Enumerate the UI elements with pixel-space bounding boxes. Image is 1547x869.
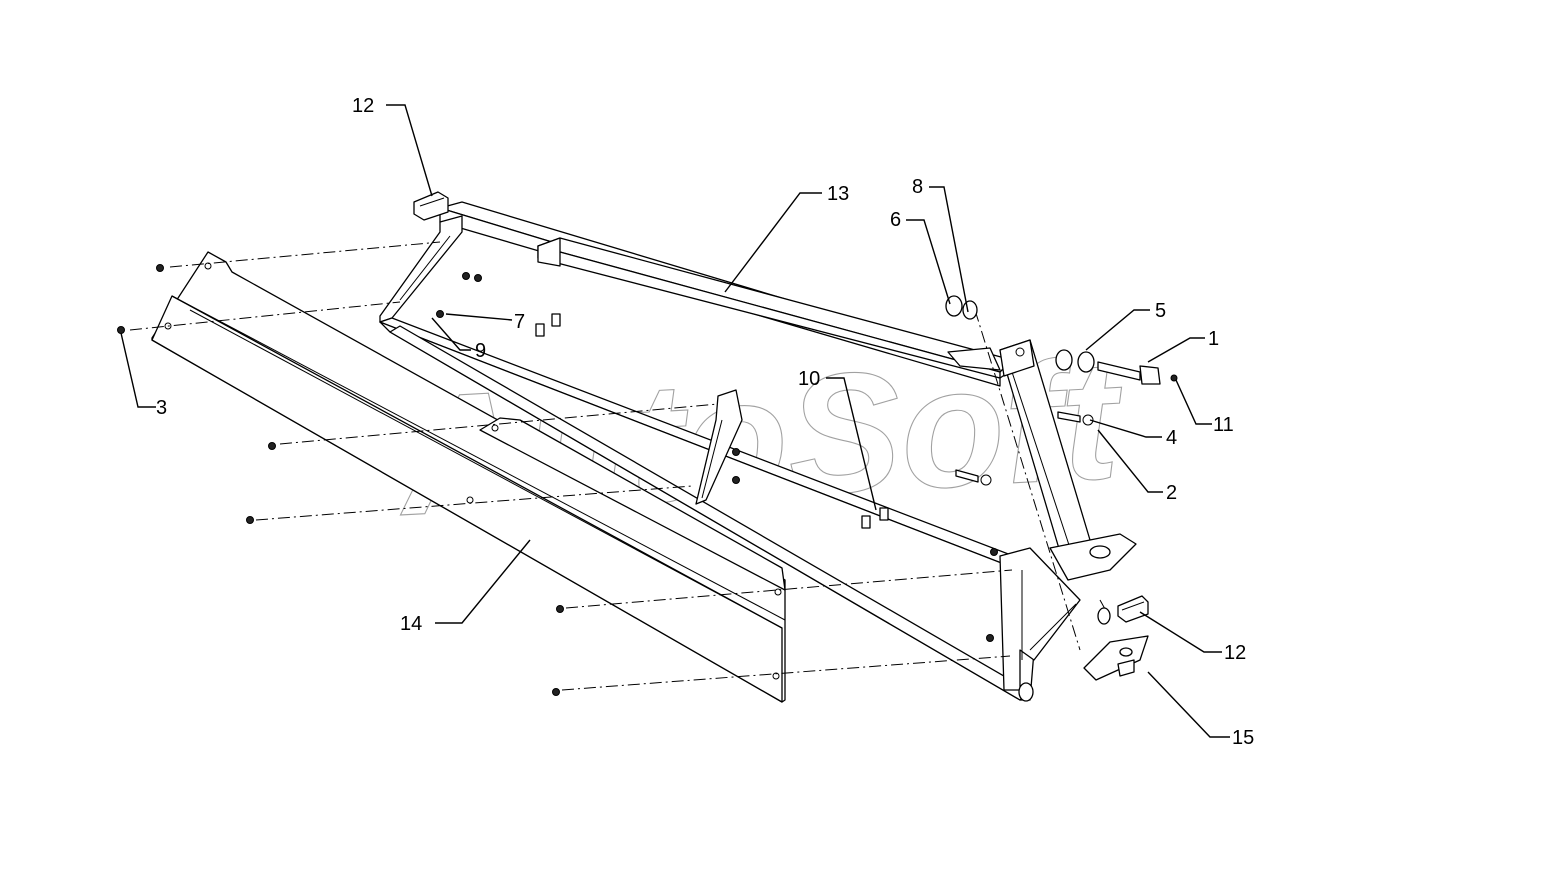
callout-3: 3 [156, 397, 167, 419]
fasteners [117, 191, 1178, 696]
callout-5: 5 [1155, 300, 1166, 322]
callout-8: 8 [912, 176, 923, 198]
callout-10: 10 [798, 368, 820, 390]
callout-9: 9 [475, 340, 486, 362]
callout-11: 11 [1213, 414, 1234, 436]
callout-12-top: 12 [352, 95, 374, 117]
callout-1: 1 [1208, 328, 1219, 350]
callout-14: 14 [400, 613, 422, 635]
callout-7: 7 [514, 311, 525, 333]
leader-lines [120, 104, 1230, 738]
callout-2: 2 [1166, 482, 1177, 504]
cover-panel [151, 251, 786, 703]
callout-13: 13 [827, 183, 849, 205]
callout-6: 6 [890, 209, 901, 231]
callout-labels: 12 13 8 6 5 1 7 9 3 10 4 11 2 14 12 15 [156, 95, 1254, 749]
assembly-lines [129, 241, 1081, 691]
callout-4: 4 [1166, 427, 1177, 449]
callout-15: 15 [1232, 727, 1254, 749]
callout-12-bottom: 12 [1224, 642, 1246, 664]
